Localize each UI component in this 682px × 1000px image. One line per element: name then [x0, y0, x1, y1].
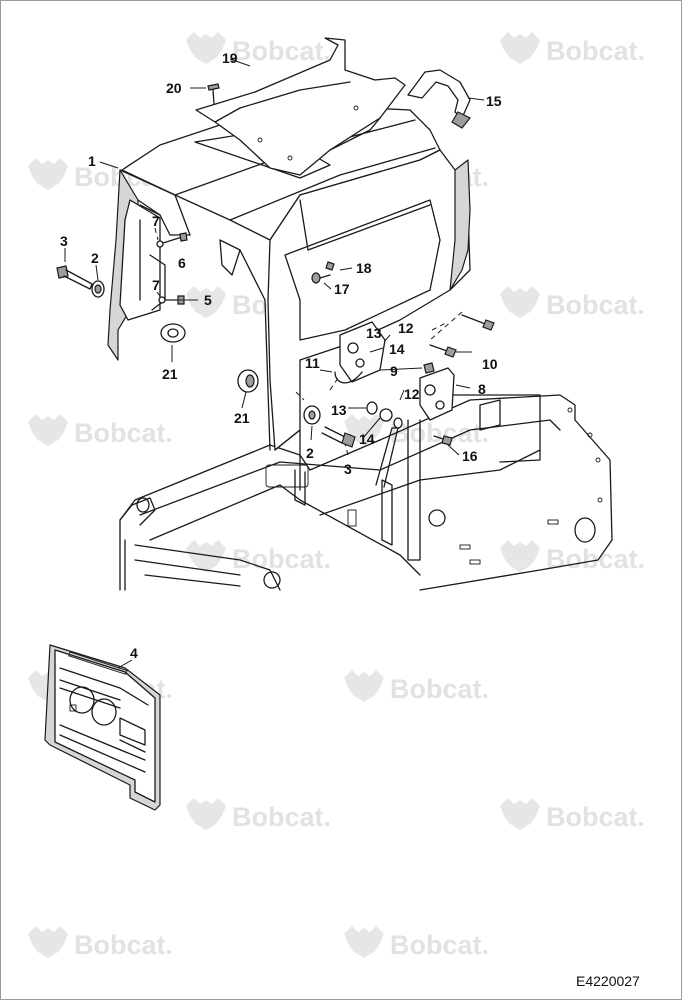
callout-20: 20: [166, 80, 182, 96]
callout-18: 18: [356, 260, 372, 276]
watermark-text: Bobcat.: [74, 418, 173, 448]
watermark-text: Bobcat.: [546, 802, 645, 832]
watermark-text: Bobcat.: [232, 544, 331, 574]
watermark: Bobcat.: [500, 32, 645, 66]
callout-11: 11: [305, 355, 320, 371]
callout-3: 3: [344, 461, 352, 477]
callout-6: 6: [178, 255, 186, 271]
callout-8: 8: [478, 381, 486, 397]
grab-handle: [407, 69, 471, 129]
drawing-code: E4220027: [576, 973, 640, 989]
watermark: Bobcat.: [28, 926, 173, 960]
callout-12: 12: [404, 386, 420, 402]
bobcat-head-logo-icon: [500, 286, 540, 318]
bobcat-head-logo-icon: [500, 32, 540, 64]
bobcat-head-logo-icon: [28, 926, 68, 958]
watermark: Bobcat.: [186, 32, 331, 66]
bobcat-head-logo-icon: [186, 540, 226, 572]
bobcat-head-logo-icon: [28, 158, 68, 190]
callout-labels: 19 20 15 1 3 2 7 6 7 5 21 21 18 17 13 12…: [60, 50, 502, 661]
callout-9: 9: [390, 363, 398, 379]
watermark: Bobcat.: [344, 926, 489, 960]
callout-1: 1: [88, 153, 96, 169]
callout-12: 12: [398, 320, 414, 336]
watermark-text: Bobcat.: [232, 36, 331, 66]
bobcat-head-logo-icon: [500, 540, 540, 572]
callout-19: 19: [222, 50, 238, 66]
callout-14: 14: [389, 341, 405, 357]
panel-grille: [44, 644, 161, 811]
callout-2: 2: [306, 445, 314, 461]
watermark: Bobcat.: [500, 540, 645, 574]
watermark: Bobcat.: [186, 798, 331, 832]
callout-4: 4: [130, 645, 138, 661]
bobcat-head-logo-icon: [186, 798, 226, 830]
watermark-text: Bobcat.: [390, 674, 489, 704]
watermark-text: Bobcat.: [546, 36, 645, 66]
callout-7: 7: [152, 213, 160, 229]
callout-10: 10: [482, 356, 498, 372]
watermark: Bobcat.: [500, 798, 645, 832]
bobcat-head-logo-icon: [186, 32, 226, 64]
callout-5: 5: [204, 292, 212, 308]
callout-21: 21: [162, 366, 178, 382]
watermark-text: Bobcat.: [546, 544, 645, 574]
watermark-text: Bobcat.: [390, 930, 489, 960]
watermark-text: Bobcat.: [232, 802, 331, 832]
callout-16: 16: [462, 448, 478, 464]
callout-15: 15: [486, 93, 502, 109]
machine-frame: [119, 394, 613, 591]
watermark-text: Bobcat.: [74, 930, 173, 960]
callout-3: 3: [60, 233, 68, 249]
bobcat-head-logo-icon: [344, 670, 384, 702]
watermark: Bobcat.: [28, 414, 173, 448]
watermark-text: Bobcat.: [546, 290, 645, 320]
bobcat-head-logo-icon: [28, 414, 68, 446]
callout-17: 17: [334, 281, 350, 297]
watermark: Bobcat.: [344, 670, 489, 704]
callout-7: 7: [152, 277, 160, 293]
left-side-panel: [119, 199, 166, 321]
leader-lines: [64, 58, 485, 669]
watermark: Bobcat.: [186, 540, 331, 574]
callout-13: 13: [331, 402, 347, 418]
callout-13: 13: [366, 325, 382, 341]
bobcat-head-logo-icon: [344, 926, 384, 958]
hinge-brackets: [334, 321, 455, 421]
callout-2: 2: [91, 250, 99, 266]
watermark: Bobcat.: [500, 286, 645, 320]
bobcat-head-logo-icon: [500, 798, 540, 830]
roof-cover-plate: [195, 37, 406, 176]
callout-21: 21: [234, 410, 250, 426]
fasteners: [56, 83, 495, 448]
callout-14: 14: [359, 431, 375, 447]
